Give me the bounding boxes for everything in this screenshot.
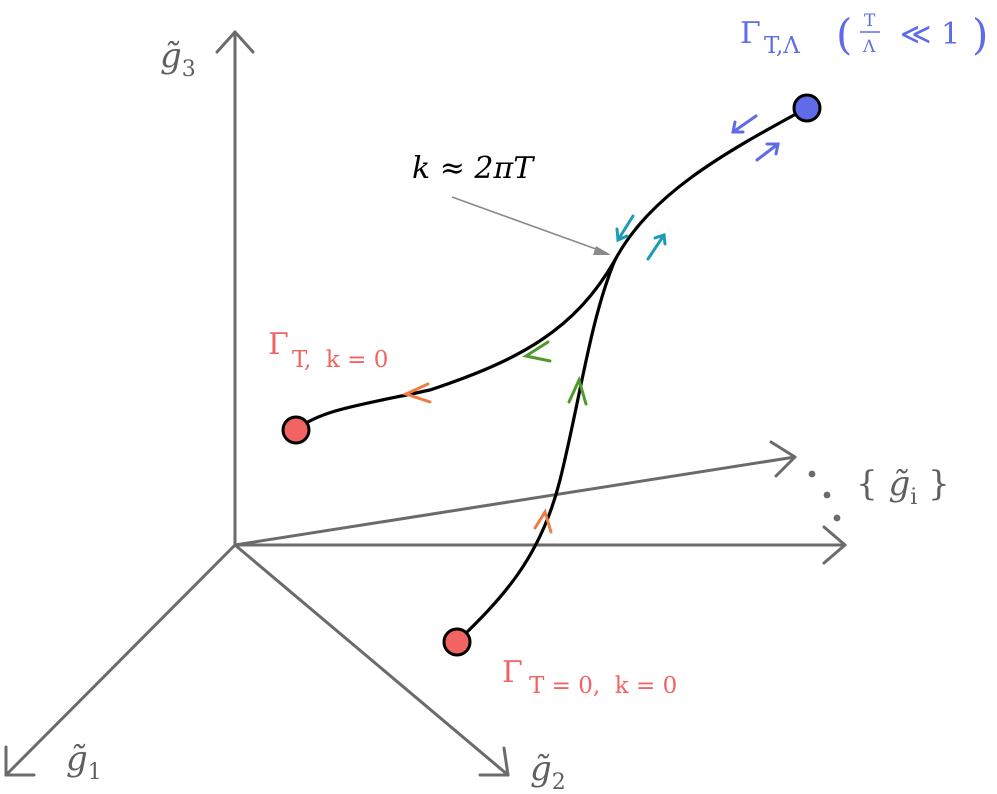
ellipsis-dot (823, 491, 831, 499)
axis-gi-line (233, 455, 797, 547)
uv-paren-close: ) (972, 10, 988, 59)
uv-subscript: T,Λ (764, 33, 800, 59)
ellipsis-dot (808, 470, 816, 478)
vacuum-point-label: Γ T = 0, k = 0 (502, 655, 677, 699)
axis-g1-line (4, 543, 237, 777)
axis-g2-arrowhead (478, 746, 510, 777)
axes (4, 30, 847, 777)
uv-point-label: Γ T,Λ ( T Λ ≪ 1 ) (740, 10, 988, 59)
ellipsis-dots (808, 470, 841, 522)
green-arrow-up (567, 375, 588, 406)
pointer-arrowhead (593, 246, 611, 255)
vacuum-gamma: Γ (502, 655, 523, 690)
thermal-point-label: Γ T, k = 0 (268, 327, 388, 373)
flow-line-to-thermal-point (294, 258, 617, 432)
pointer-line (451, 196, 608, 254)
uv-gamma: Γ (740, 16, 761, 51)
uv-frac-den: Λ (862, 37, 876, 57)
orange-arrow-left (401, 382, 432, 404)
teal-arrow-left (615, 214, 635, 243)
uv-fixed-point (792, 93, 822, 123)
crossover-pointer (451, 196, 611, 255)
uv-condition-relation: ≪ 1 (900, 17, 960, 52)
uv-paren-open: ( (836, 10, 852, 59)
teal-arrow-right (646, 232, 667, 261)
blue-arrow-right (755, 142, 780, 162)
thermal-subscript: T, k = 0 (292, 347, 388, 373)
flow-arrows (401, 114, 780, 534)
flow-line-to-vacuum-point (455, 258, 617, 644)
flow-line-uv-to-crossover (613, 106, 809, 262)
crossover-label: k ≈ 2πT (412, 151, 535, 186)
axis-label-gi: { g̃i } (856, 464, 950, 510)
vacuum-fixed-point (442, 627, 472, 657)
axis-label-g3: g̃3 (160, 36, 196, 82)
green-arrow-left (522, 340, 552, 363)
axis-g3-arrowhead (215, 30, 255, 54)
axis-horizontal-arrowhead (822, 525, 847, 565)
axis-g1-arrowhead (4, 745, 36, 777)
thermal-gamma: Γ (268, 327, 289, 362)
axis-gi-arrowhead (769, 440, 797, 478)
axis-label-g2: g̃2 (530, 749, 566, 794)
orange-arrow-up (533, 508, 553, 534)
blue-arrow-left (731, 114, 758, 134)
axis-label-g1: g̃1 (66, 739, 102, 785)
thermal-fixed-point (281, 415, 311, 445)
axis-g2-line (233, 543, 510, 777)
uv-frac-num: T (864, 11, 876, 31)
flow-trajectories (294, 106, 809, 644)
ellipsis-dot (833, 514, 841, 522)
vacuum-subscript: T = 0, k = 0 (529, 673, 677, 699)
